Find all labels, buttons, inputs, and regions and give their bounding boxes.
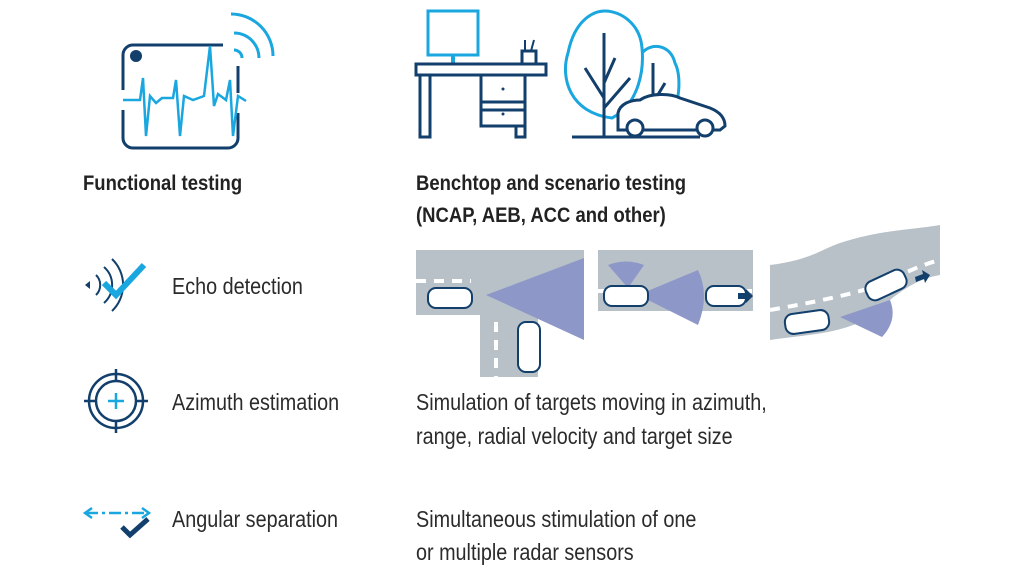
scenario-curve bbox=[769, 225, 941, 340]
scenario-intersection bbox=[416, 250, 584, 378]
echo-check-icon bbox=[85, 258, 147, 312]
simulation-desc-line2: range, radial velocity and target size bbox=[416, 423, 733, 449]
benchtop-heading-line2: (NCAP, AEB, ACC and other) bbox=[416, 204, 666, 227]
echo-detection-label: Echo detection bbox=[172, 273, 303, 299]
car-icon bbox=[783, 309, 831, 335]
car-icon bbox=[864, 268, 908, 302]
functional-testing-heading: Functional testing bbox=[83, 172, 243, 195]
crosshair-icon bbox=[84, 369, 148, 433]
radar-signal-device-icon bbox=[121, 12, 275, 150]
benchtop-heading-line1: Benchtop and scenario testing bbox=[416, 172, 687, 195]
car-icon bbox=[517, 321, 541, 373]
scenario-trees-car-icon bbox=[564, 9, 727, 139]
azimuth-estimation-label: Azimuth estimation bbox=[172, 389, 340, 415]
car-icon bbox=[427, 287, 473, 309]
simulation-desc-line1: Simulation of targets moving in azimuth, bbox=[416, 389, 767, 415]
stimulation-desc-line2: or multiple radar sensors bbox=[416, 539, 634, 565]
car-icon bbox=[603, 285, 649, 307]
stimulation-desc-line1: Simultaneous stimulation of one bbox=[416, 506, 697, 532]
arrow-check-icon bbox=[82, 506, 152, 539]
scenario-following bbox=[598, 250, 753, 325]
angular-separation-label: Angular separation bbox=[172, 506, 339, 532]
benchtop-desk-icon bbox=[414, 9, 548, 139]
